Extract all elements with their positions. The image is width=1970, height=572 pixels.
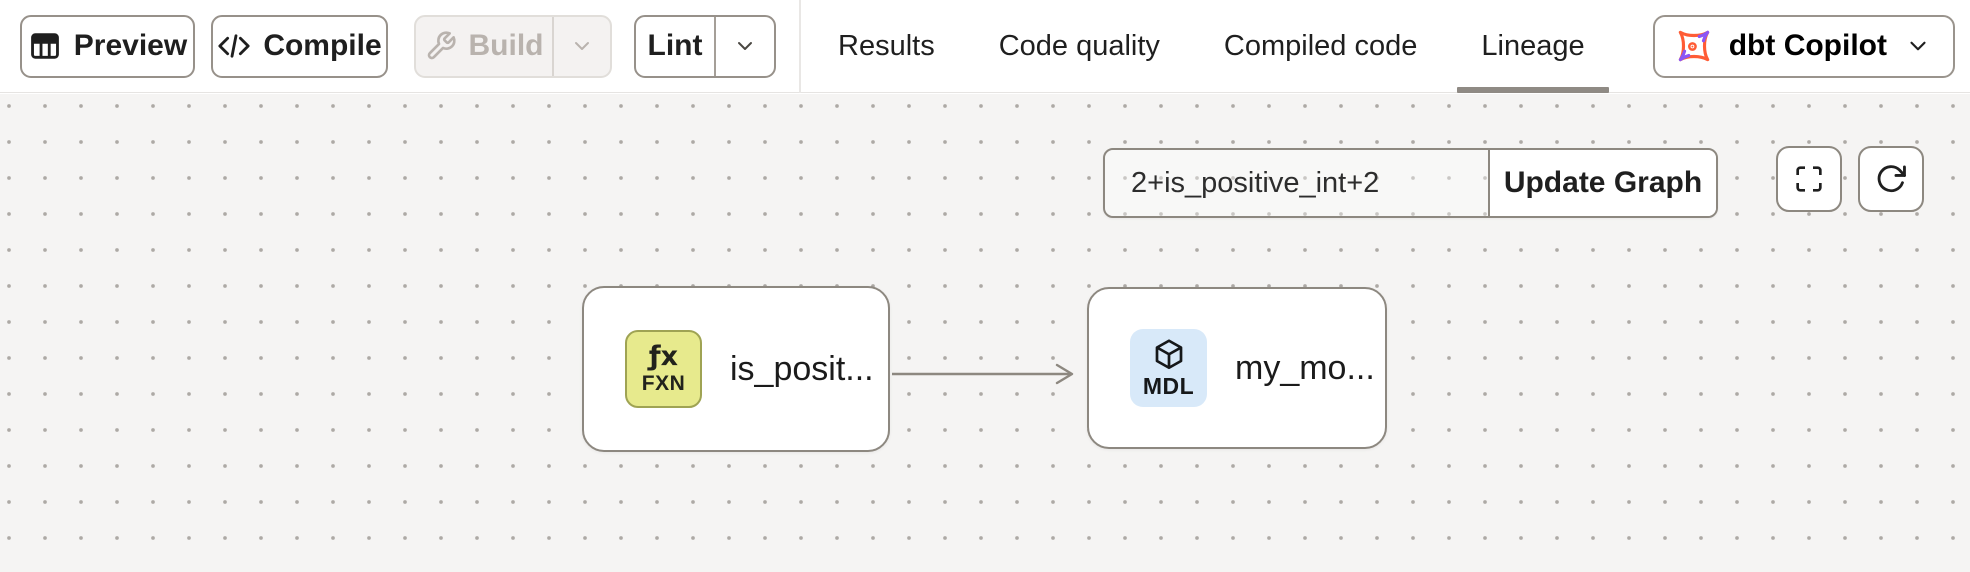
compile-button[interactable]: Compile xyxy=(211,14,388,78)
toolbar-divider xyxy=(799,0,801,93)
dbt-copilot-label: dbt Copilot xyxy=(1728,29,1887,62)
update-graph-button[interactable]: Update Graph xyxy=(1488,150,1716,216)
chevron-down-icon xyxy=(733,34,757,58)
tab-compiled-code[interactable]: Compiled code xyxy=(1223,29,1418,62)
dbt-logo-icon xyxy=(1673,25,1715,67)
node-label: my_mo... xyxy=(1235,348,1375,387)
chevron-down-icon xyxy=(1905,33,1931,59)
lint-button-label: Lint xyxy=(647,29,703,62)
toolbar: Preview Compile Build xyxy=(0,0,1970,93)
wrench-icon xyxy=(425,30,457,62)
function-badge-icon: ƒx FXN xyxy=(625,330,702,408)
node-label: is_posit... xyxy=(730,349,874,388)
selector-input[interactable] xyxy=(1105,150,1488,216)
fullscreen-icon xyxy=(1793,163,1825,195)
lineage-selector-bar: Update Graph xyxy=(1103,148,1718,218)
code-icon xyxy=(217,29,251,63)
build-button[interactable]: Build xyxy=(416,17,552,76)
active-tab-underline xyxy=(1457,86,1609,93)
tab-code-quality[interactable]: Code quality xyxy=(998,29,1160,62)
build-dropdown-button[interactable] xyxy=(552,16,610,76)
refresh-graph-button[interactable] xyxy=(1858,146,1924,212)
compile-button-label: Compile xyxy=(263,29,382,62)
fullscreen-button[interactable] xyxy=(1776,146,1842,212)
refresh-icon xyxy=(1874,162,1908,196)
lint-button[interactable]: Lint xyxy=(636,17,714,76)
lint-dropdown-button[interactable] xyxy=(714,16,774,76)
table-icon xyxy=(28,29,62,63)
preview-button[interactable]: Preview xyxy=(20,14,195,78)
tab-lineage[interactable]: Lineage xyxy=(1449,0,1616,93)
build-button-label: Build xyxy=(468,29,544,62)
build-split-button: Build xyxy=(414,14,612,78)
chevron-down-icon xyxy=(570,34,594,58)
preview-button-label: Preview xyxy=(73,29,188,62)
model-badge-icon: MDL xyxy=(1130,329,1207,407)
lineage-node-model[interactable]: MDL my_mo... xyxy=(1087,287,1387,449)
panel-tabs: Results Code quality Compiled code Linea… xyxy=(806,0,1617,93)
dbt-copilot-button[interactable]: dbt Copilot xyxy=(1652,14,1955,78)
cube-icon xyxy=(1151,337,1187,373)
tab-results[interactable]: Results xyxy=(838,29,935,62)
lineage-node-function[interactable]: ƒx FXN is_posit... xyxy=(582,286,890,452)
fx-glyph: ƒx xyxy=(648,341,679,373)
lint-split-button: Lint xyxy=(634,14,776,78)
lineage-canvas[interactable]: Update Graph xyxy=(0,94,1970,572)
